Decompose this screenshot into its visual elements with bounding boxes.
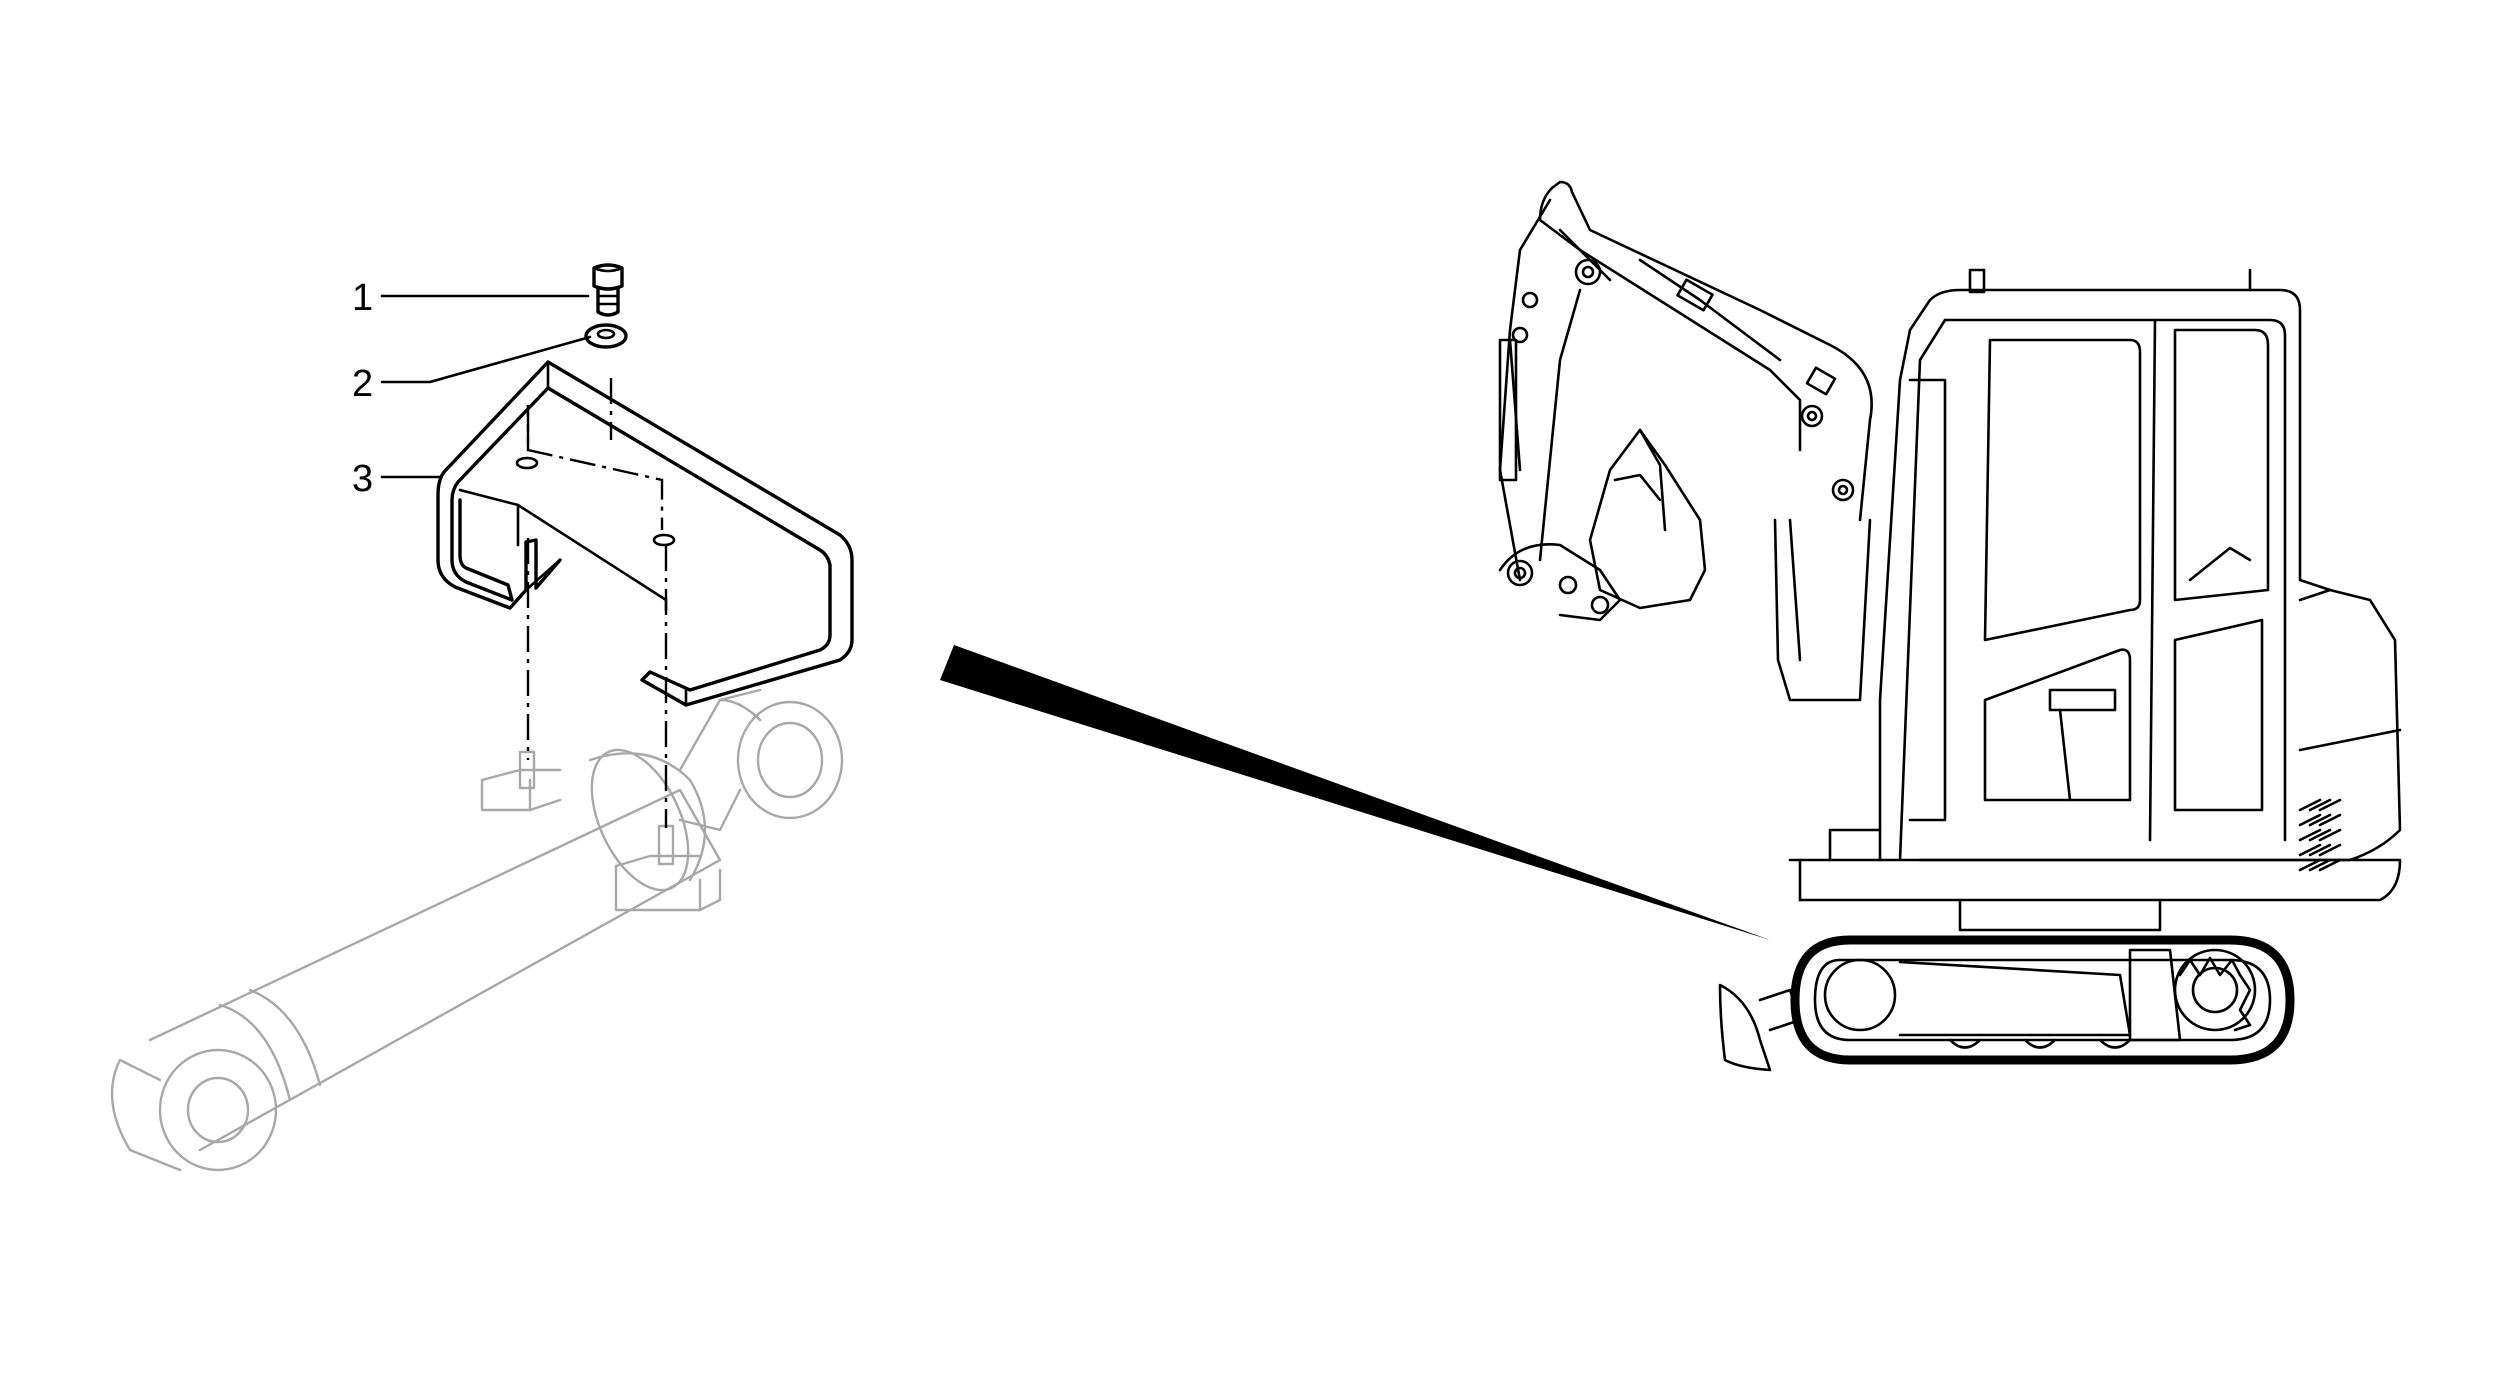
- mini-excavator-icon: [1498, 180, 2402, 1072]
- callout-1: 1: [352, 277, 373, 319]
- cab-icon: [1878, 268, 2402, 862]
- callout-2: 2: [352, 363, 373, 405]
- callout-labels: 1 2 3: [352, 277, 373, 500]
- hydraulic-cylinder-icon: [110, 748, 722, 1172]
- vent-grille-icon: [2298, 798, 2342, 872]
- upper-frame-icon: [1788, 828, 2402, 932]
- guard-icon: [436, 360, 854, 707]
- assembly-lines: [526, 378, 668, 828]
- stick-arm-icon: [1498, 198, 1582, 582]
- cylinder-context-group: [110, 688, 844, 1172]
- bucket-icon: [1498, 428, 1707, 622]
- bolt-icon: [592, 263, 624, 317]
- washer-icon: [584, 323, 628, 349]
- mount-stud-left-icon: [480, 750, 562, 812]
- callout-3: 3: [352, 458, 373, 500]
- detail-pointer: [940, 645, 1770, 940]
- crawler-track-icon: [1790, 935, 2295, 1065]
- dozer-blade-icon: [1718, 983, 1802, 1072]
- boom-icon: [1538, 180, 1873, 702]
- callout-leaders: [380, 294, 592, 479]
- cylinder-end-eye-icon: [678, 688, 844, 832]
- engine-cover-icon: [2298, 588, 2402, 872]
